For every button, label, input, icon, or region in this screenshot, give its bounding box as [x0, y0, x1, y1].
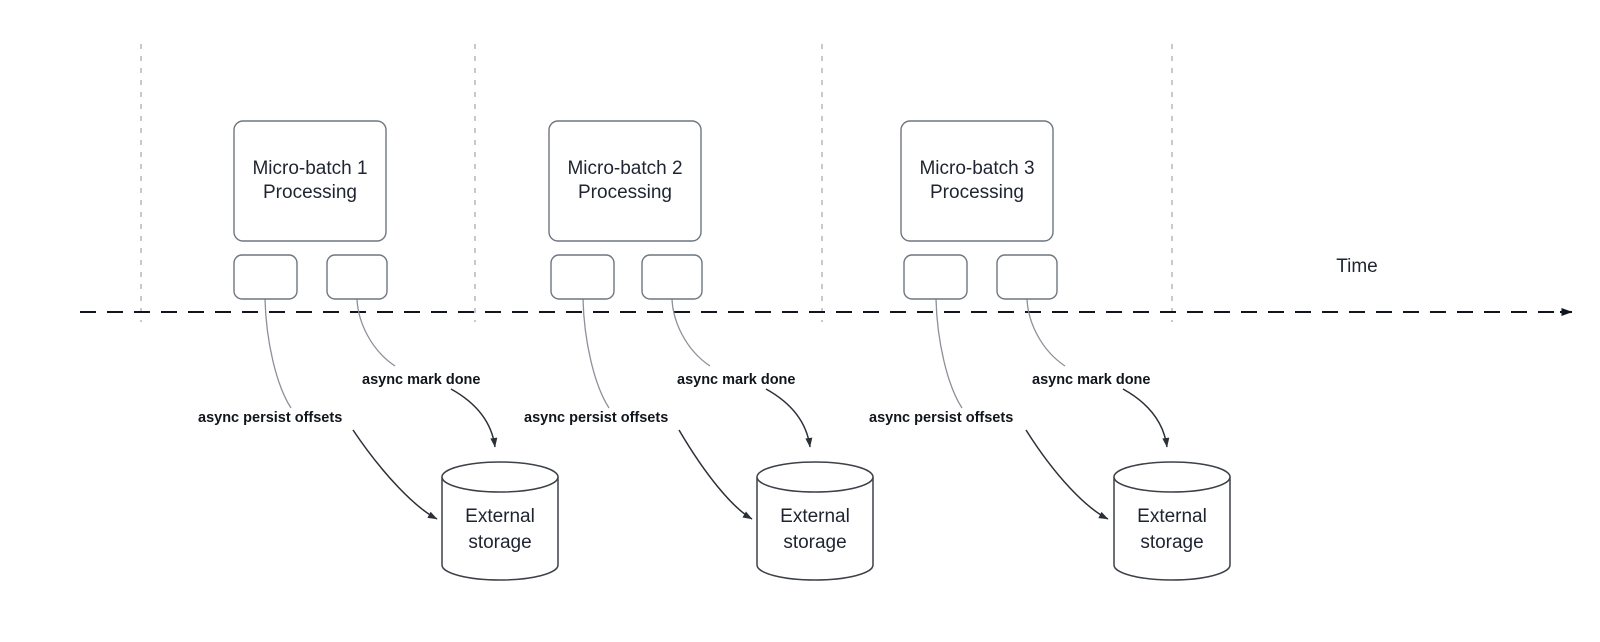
external-storage-label-1-line1: External [465, 506, 535, 527]
micro-batch-box-3-line1: Micro-batch 3 [919, 158, 1034, 179]
edge-persist-offsets-3-lower [1025, 429, 1109, 520]
micro-batch-box-3-line2: Processing [930, 182, 1024, 203]
external-storage-cylinder-top-2 [756, 461, 874, 493]
edge-label-persist-offsets-1: async persist offsets [198, 410, 342, 426]
edge-mark-done-1-upper [356, 298, 396, 367]
flow-edges-layer [264, 298, 1170, 520]
timeline-axis: Time [80, 256, 1573, 316]
task-box-persist-marker-3[interactable] [903, 254, 968, 300]
edge-label-mark-done-1: async mark done [362, 372, 480, 388]
edge-label-mark-done-2: async mark done [677, 372, 795, 388]
time-axis-label: Time [1336, 256, 1378, 277]
edge-persist-offsets-2-lower [678, 429, 753, 520]
micro-batch-box-3[interactable] [900, 120, 1054, 242]
timeline-tick-lines [140, 44, 1173, 322]
edge-persist-offsets-3-upper [935, 298, 963, 409]
edge-mark-done-1-lower [450, 388, 498, 448]
external-storage-label-1-line2: storage [468, 532, 531, 553]
external-storage-cylinder-top-3 [1113, 461, 1231, 493]
edge-mark-done-3-upper [1026, 298, 1066, 367]
edge-labels-layer: async persist offsets async mark done asyn… [198, 372, 1150, 426]
external-storage-label-2-line2: storage [783, 532, 846, 553]
micro-batch-box-2-line2: Processing [578, 182, 672, 203]
task-box-persist-marker-1[interactable] [233, 254, 298, 300]
micro-batch-box-1-line1: Micro-batch 1 [252, 158, 367, 179]
micro-batch-box-2-line1: Micro-batch 2 [567, 158, 682, 179]
task-box-markdone-marker-1[interactable] [326, 254, 388, 300]
micro-batch-box-1-line2: Processing [263, 182, 357, 203]
edge-persist-offsets-1-lower [352, 429, 438, 520]
external-storage-cylinder-body-3[interactable] [1113, 477, 1231, 581]
task-box-markdone-marker-2[interactable] [641, 254, 703, 300]
edge-label-persist-offsets-3: async persist offsets [869, 410, 1013, 426]
edge-persist-offsets-2-upper [582, 298, 610, 409]
micro-batch-box-2[interactable] [548, 120, 702, 242]
edge-label-mark-done-3: async mark done [1032, 372, 1150, 388]
external-storage-cylinder-body-1[interactable] [441, 477, 559, 581]
edge-persist-offsets-1-upper [264, 298, 292, 409]
external-storage-label-3-line1: External [1137, 506, 1207, 527]
micro-batch-box-1[interactable] [233, 120, 387, 242]
task-box-markdone-marker-3[interactable] [996, 254, 1058, 300]
external-storage-label-3-line2: storage [1140, 532, 1203, 553]
task-box-persist-marker-2[interactable] [550, 254, 615, 300]
edge-mark-done-2-upper [671, 298, 711, 367]
external-storage-cylinder-top-1 [441, 461, 559, 493]
edge-label-persist-offsets-2: async persist offsets [524, 410, 668, 426]
external-storage-label-2-line1: External [780, 506, 850, 527]
edge-mark-done-2-lower [765, 388, 813, 448]
edge-mark-done-3-lower [1122, 388, 1170, 448]
external-storage-cylinder-body-2[interactable] [756, 477, 874, 581]
